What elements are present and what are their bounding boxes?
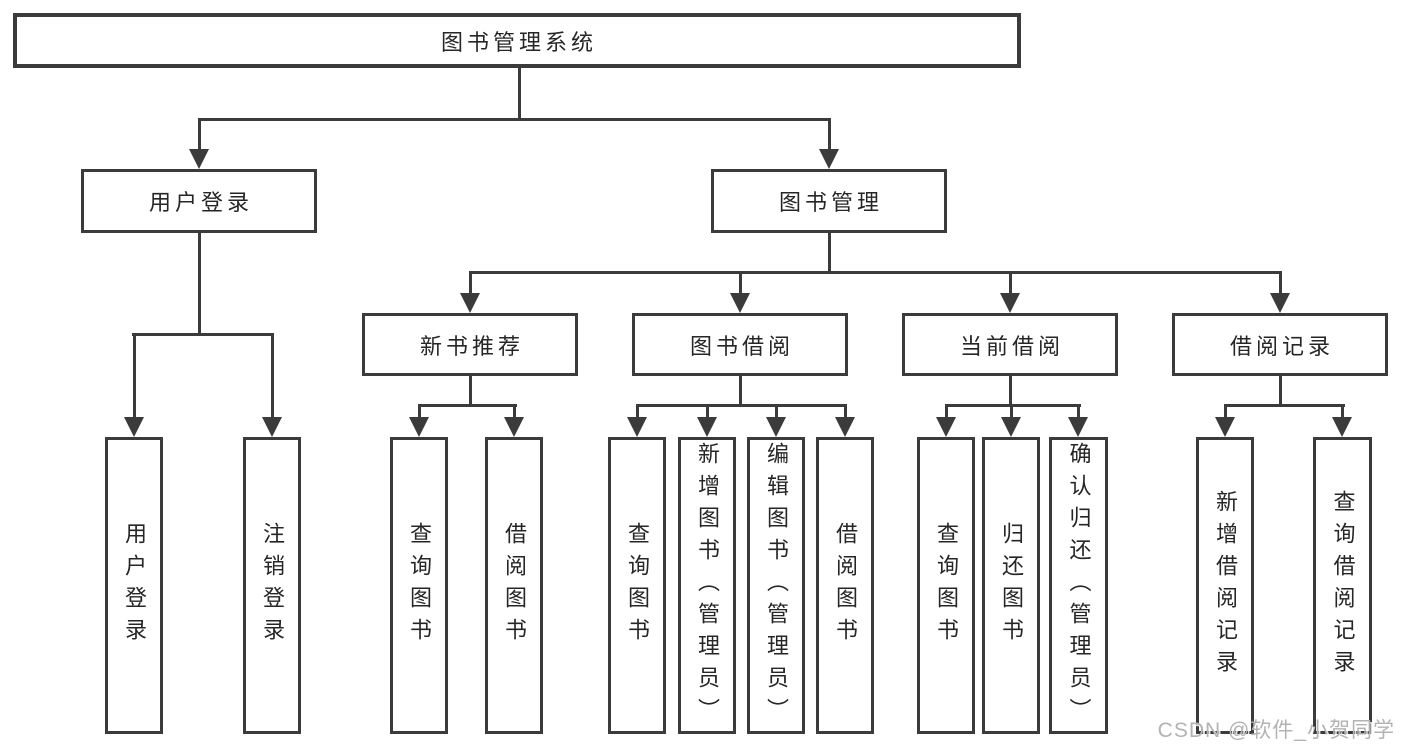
connector-line (828, 118, 831, 152)
connector-line (469, 271, 1282, 274)
arrowhead-down-icon (189, 149, 209, 169)
connector-line (198, 118, 201, 152)
connector-line (513, 404, 516, 420)
connector-line (469, 271, 472, 297)
node-bb-borrow-books: 借阅图书 (816, 437, 874, 734)
node-cb-confirm-return-admin: 确认归还（管理员） (1049, 437, 1108, 734)
connector-line (775, 404, 778, 420)
node-br-query-record: 查询借阅记录 (1313, 437, 1372, 734)
node-label: 查询图书 (625, 521, 650, 650)
node-login-leaf: 用户登录 (105, 437, 163, 734)
arrowhead-down-icon (124, 417, 144, 437)
connector-line (1224, 404, 1227, 420)
connector-line (945, 404, 948, 420)
node-bb-add-books-admin: 新增图书（管理员） (678, 437, 736, 734)
node-label: 借阅图书 (502, 521, 527, 650)
node-label: 查询图书 (407, 521, 432, 650)
arrowhead-down-icon (730, 293, 750, 313)
node-label: 新增图书（管理员） (695, 441, 720, 730)
connector-line (706, 404, 709, 420)
arrowhead-down-icon (1332, 417, 1352, 437)
node-label: 用户登录 (122, 521, 147, 650)
node-new-book-recommend: 新书推荐 (362, 313, 578, 376)
node-label: 确认归还（管理员） (1066, 441, 1092, 730)
connector-line (418, 404, 421, 420)
node-nb-borrow-books: 借阅图书 (485, 437, 543, 734)
arrowhead-down-icon (262, 417, 282, 437)
node-label: 注销登录 (260, 521, 285, 650)
connector-line (1224, 404, 1345, 407)
node-bb-edit-books-admin: 编辑图书（管理员） (747, 437, 805, 734)
arrowhead-down-icon (460, 293, 480, 313)
arrowhead-down-icon (766, 417, 786, 437)
node-book-borrow: 图书借阅 (632, 313, 848, 376)
connector-line (1279, 376, 1282, 407)
arrowhead-down-icon (1000, 293, 1020, 313)
connector-line (1009, 271, 1012, 297)
node-book-management: 图书管理 (711, 169, 947, 233)
node-user-login: 用户登录 (81, 169, 317, 233)
node-label: 查询图书 (934, 521, 959, 650)
node-label: 归还图书 (999, 521, 1024, 650)
node-label: 编辑图书（管理员） (764, 441, 789, 730)
connector-line (418, 404, 517, 407)
node-logout-leaf: 注销登录 (243, 437, 301, 734)
arrowhead-down-icon (504, 417, 524, 437)
node-label: 查询借阅记录 (1330, 489, 1356, 682)
arrowhead-down-icon (936, 417, 956, 437)
node-borrow-records: 借阅记录 (1172, 313, 1388, 376)
connector-line (1077, 404, 1080, 420)
arrowhead-down-icon (835, 417, 855, 437)
connector-line (198, 118, 831, 121)
node-cb-return-books: 归还图书 (982, 437, 1040, 734)
connector-line (198, 233, 201, 336)
connector-line (1009, 376, 1012, 407)
node-label: 新增借阅记录 (1213, 489, 1238, 682)
connector-line (1341, 404, 1344, 420)
node-nb-query-books: 查询图书 (390, 437, 448, 734)
arrowhead-down-icon (819, 149, 839, 169)
arrowhead-down-icon (1068, 417, 1088, 437)
connector-line (739, 271, 742, 297)
connector-line (1279, 271, 1282, 297)
node-label: 借阅图书 (833, 521, 858, 650)
connector-line (271, 333, 274, 419)
connector-line (739, 376, 742, 407)
node-cb-query-books: 查询图书 (917, 437, 975, 734)
node-bb-query-books: 查询图书 (608, 437, 666, 734)
arrowhead-down-icon (697, 417, 717, 437)
arrowhead-down-icon (627, 417, 647, 437)
arrowhead-down-icon (1270, 293, 1290, 313)
connector-line (518, 67, 521, 121)
connector-line (844, 404, 847, 420)
node-br-add-record: 新增借阅记录 (1196, 437, 1254, 734)
node-library-management-system: 图书管理系统 (13, 13, 1021, 68)
connector-line (636, 404, 639, 420)
connector-line (828, 233, 831, 274)
csdn-watermark: CSDN @软件_小贺同学 (1157, 719, 1395, 742)
node-current-borrow: 当前借阅 (902, 313, 1118, 376)
arrowhead-down-icon (1001, 417, 1021, 437)
connector-line (1010, 404, 1013, 420)
connector-line (132, 333, 274, 336)
arrowhead-down-icon (409, 417, 429, 437)
connector-line (945, 404, 1081, 407)
arrowhead-down-icon (1215, 417, 1235, 437)
connector-line (469, 376, 472, 407)
connector-line (636, 404, 847, 407)
connector-line (133, 333, 136, 419)
